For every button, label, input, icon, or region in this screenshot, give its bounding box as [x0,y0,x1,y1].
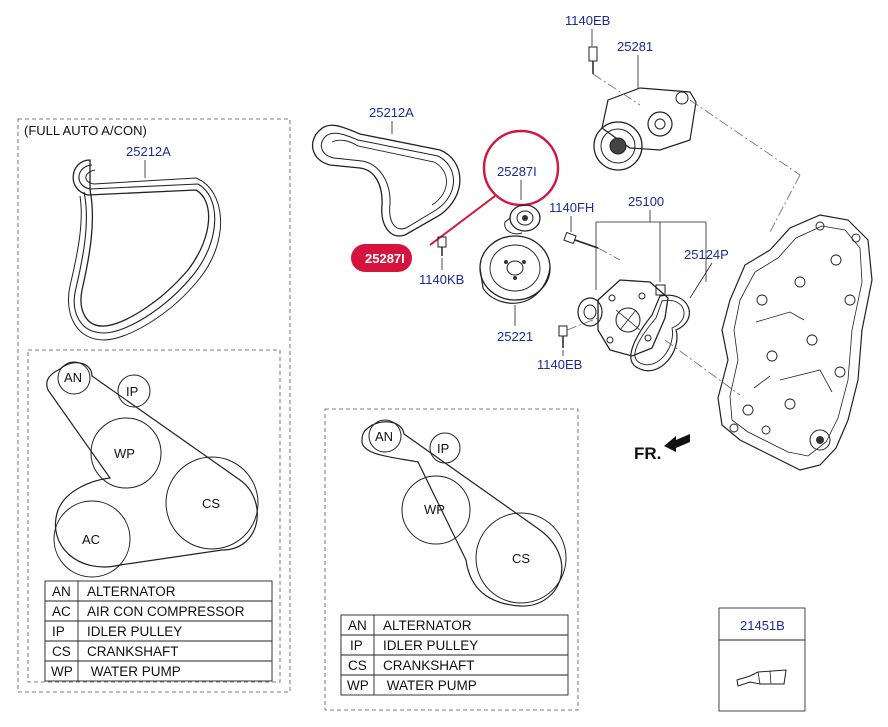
legend-code: WP [51,664,73,679]
legend-name: IDLER PULLEY [87,624,182,639]
legend-table-basic [340,614,569,696]
part-25212a-panel[interactable]: 25212A [126,144,171,159]
pulley-wp [90,417,162,489]
legend-name: ALTERNATOR [87,584,176,599]
legend-code: WP [347,678,369,693]
highlight-badge[interactable] [351,244,412,272]
part-21451b[interactable]: 21451B [740,618,785,633]
legend-code: CS [348,658,367,673]
pulley-wp-label: WP [114,446,135,461]
legend-name: AIR CON COMPRESSOR [87,604,245,619]
pulley-an [368,419,402,453]
sealant-tube-icon [736,669,787,687]
part-1140fh[interactable]: 1140FH [549,200,594,215]
legend-name: CRANKSHAFT [383,658,475,673]
panel-border [17,118,291,693]
front-direction-label: FR. [634,444,661,463]
routing-subpanel-border [27,349,281,683]
pulley-ip [117,374,151,408]
idler-pulley-25287i [504,204,541,235]
belt-25212a-drawing [68,159,221,341]
part-25281[interactable]: 25281 [617,39,653,54]
pulley-an [57,361,91,395]
gasket-25124p [630,294,690,372]
pulley-an-label: AN [64,370,82,385]
pulley-ip [429,432,461,464]
bolt-1140eb-bottom [558,317,599,348]
panel-border [324,408,579,711]
part-25221[interactable]: 25221 [497,329,533,344]
legend-code: IP [52,624,65,639]
legend-name: ALTERNATOR [383,618,472,633]
alignment-line [689,99,801,176]
leader-line [689,262,713,299]
bolt-1140kb [437,236,447,256]
legend-code: AN [52,584,71,599]
pulley-wp [401,475,471,545]
part-25124p[interactable]: 25124P [684,247,729,262]
legend-name: WATER PUMP [87,664,181,679]
part-1140kb[interactable]: 1140KB [419,272,464,287]
legend-name: IDLER PULLEY [383,638,478,653]
part-1140eb-bottom[interactable]: 1140EB [537,357,582,372]
part-25212a[interactable]: 25212A [369,105,414,120]
legend-name: CRANKSHAFT [87,644,179,659]
basic-routing-panel: AN IP WP CS AN ALTERNATOR IP IDLER PULLE… [324,408,579,711]
part-1140eb-top[interactable]: 1140EB [565,13,610,28]
legend-rows-basic: AN ALTERNATOR IP IDLER PULLEY CS CRANKSH… [347,618,478,693]
leader-bracket [595,210,707,290]
part-25287i-badge: 25287I [365,251,405,266]
pulley-cs [165,456,259,550]
legend-code: CS [52,644,71,659]
legend-name: WATER PUMP [383,678,477,693]
legend-code: IP [350,638,363,653]
legend-rows-full: AN ALTERNATOR AC AIR CON COMPRESSOR IP I… [51,584,245,679]
belt-routing-basic [361,419,567,607]
pulley-cs-label: CS [512,551,530,566]
alignment-line [769,174,801,233]
part-25287i-callout[interactable]: 25287I [497,164,537,179]
front-arrow-icon [664,434,690,452]
belt-25212a [311,124,461,237]
pulley-ac [53,500,131,578]
pulley-ip-label: IP [437,441,449,456]
part-25100[interactable]: 25100 [628,194,664,209]
pulley-an-label: AN [375,429,393,444]
full-auto-acon-panel: (FULL AUTO A/CON) 25212A AN IP WP CS AC [17,118,291,693]
pulley-wp-label: WP [424,502,445,517]
engine-timing-cover [717,214,873,471]
highlight-pointer [429,195,496,246]
legend-code: AN [348,618,367,633]
panel-label: (FULL AUTO A/CON) [24,123,147,138]
legend-table-full [44,580,273,682]
part-21451b-box[interactable] [718,607,806,712]
water-pump-25100 [577,279,669,357]
bolt-1140fh [563,231,621,261]
legend-code: AC [52,604,71,619]
pulley-ip-label: IP [126,384,138,399]
alignment-line [664,339,741,396]
pulley-ac-label: AC [82,532,100,547]
belt-routing-full [46,361,259,578]
pulley-cs-label: CS [202,496,220,511]
water-pump-pulley-25221 [479,235,551,304]
pulley-cs [475,512,567,604]
tensioner-25281 [588,46,697,171]
